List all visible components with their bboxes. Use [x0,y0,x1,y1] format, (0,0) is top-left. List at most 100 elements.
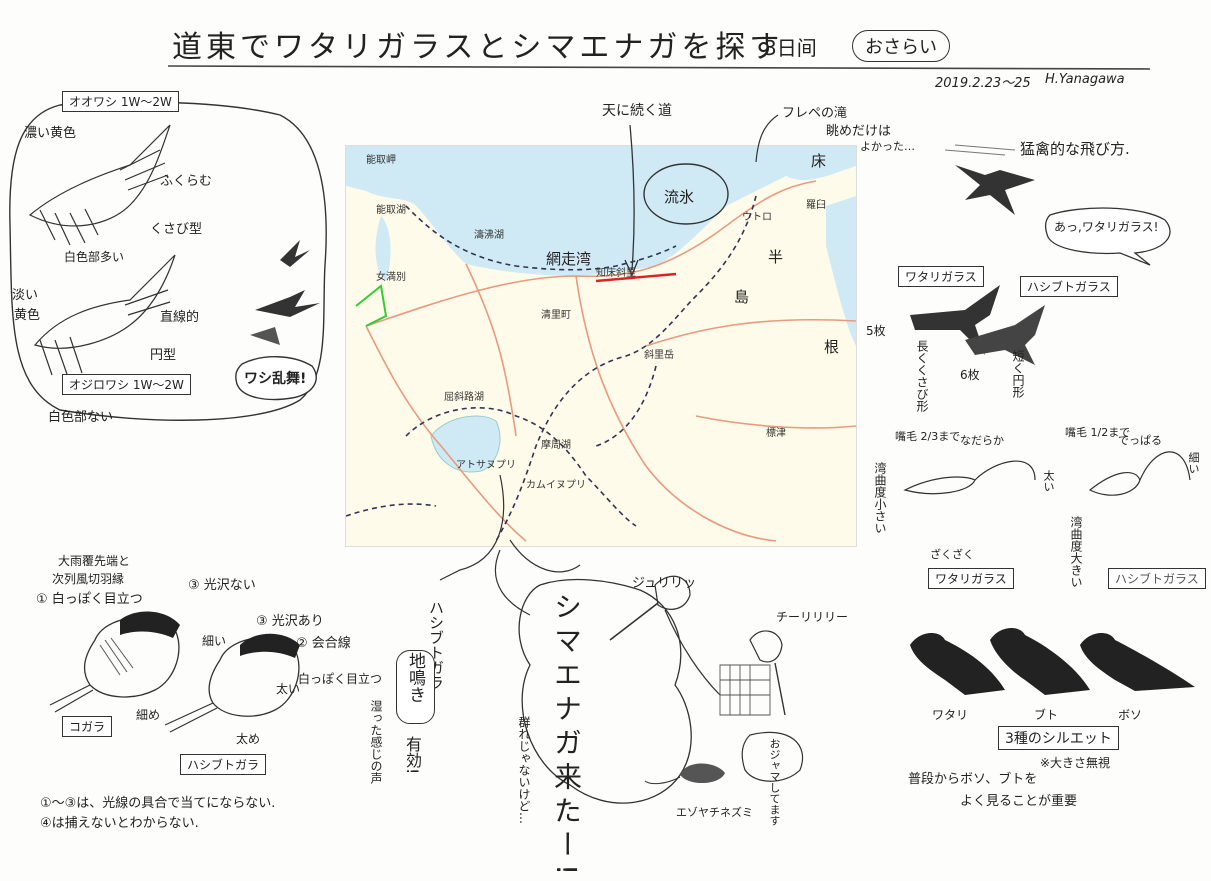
silhouette-note: ※大きさ無視 [1040,756,1111,770]
tit-note-2: ② 会合線 [296,636,351,651]
shimaenaga-sound-1: ジュリリッ [632,576,697,591]
furepe-note-2: 眺めだけは [826,124,892,139]
song-note-3: 有効! [403,736,422,775]
place-shibetsu: 標津 [766,428,786,439]
raven-feather-count: 5枚 [866,324,886,338]
steller-label: オオワシ 1W〜2W [62,91,179,112]
author-text: H.Yanagawa [1045,72,1125,87]
place-shari: 知床斜里 [596,268,636,279]
map-label-bay: 網走湾 [546,250,592,268]
place-utoro: ウトロ [742,212,772,223]
beak-jungle-note-1: 嘴毛 1/2まで [1065,426,1131,439]
jungle-tail-note: 短く円形 [1011,350,1025,398]
raven-label: ワタリガラス [898,266,984,287]
song-note-4: 湿った感じの声 [369,700,383,784]
crow-silhouettes [910,628,1195,695]
map-label-han: 半 [768,248,784,266]
whitetail-label: オジロワシ 1W〜2W [62,374,191,395]
crow-flight-compare-sketch [910,285,1045,365]
silhouette-title: 3種のシルエット [998,726,1119,750]
habit-note-2: よく見ることが重要 [960,794,1078,809]
song-note-2: 地鳴き [396,650,435,724]
date-text: 2019.2.23〜25 [935,76,1031,91]
map-label-toko: 床 [811,152,827,170]
furepe-note-3: よかった… [860,140,915,153]
shimaenaga-frame [494,549,804,804]
raven-bubble [1044,207,1171,266]
jungle-feather-count: 6枚 [960,368,980,382]
tit-note-thickish: 太め [236,732,261,746]
place-kiyosato: 清里町 [541,310,571,321]
eagle-note-4: 白色部多い [64,250,125,264]
road-arrow [624,124,639,277]
beak-jungle-note-4: 細い [1187,452,1200,474]
tit-compare-sketch [49,611,300,733]
place-kussharoko: 屈斜路湖 [444,392,484,403]
whitetail-note-4: 円型 [150,348,177,363]
tit-note-thinish: 細め [136,708,161,722]
flying-eagles-icon [250,240,320,345]
road-note: 天に続く道 [602,103,672,119]
place-atosanupuri: アトサヌプリ [456,460,516,471]
whitetail-note-2: 黄色 [14,308,41,323]
mouse-label: エゾヤチネズミ [676,806,753,819]
beak-raven-label: ワタリガラス [928,568,1014,589]
tit-note-head: 大雨覆先端と [58,554,131,568]
beak-jungle-label: ハシブトガラス [1108,568,1206,589]
raven-tail-note: 長くくさび形 [915,340,929,412]
shimaenaga-sound-2: チーリリリー [776,610,849,624]
place-notoromisaki: 能取岬 [366,155,396,166]
beak-raven-note-5: ざくざく [930,548,974,561]
map-svg [346,146,856,542]
beak-compare-sketch [903,451,1191,496]
map-label-ice: 流氷 [664,188,695,206]
raven-bubble-text: あっ,ワタリガラス! [1054,220,1159,234]
place-mashuko: 摩周湖 [541,440,571,451]
hashibutogara-label: ハシブトガラ [180,754,267,775]
place-memanbetsu: 女満別 [376,272,406,283]
eagle-panel-frame [9,101,327,421]
eagle-dance-text: ワシ乱舞! [244,371,307,387]
tit-note-1: ① 白っぽく目立つ [36,592,143,607]
furepe-note-1: フレペの滝 [782,106,848,121]
map-leader-lines [439,474,581,581]
title-underline [167,65,1151,70]
review-badge: おさらい [852,30,950,62]
whitetail-note-5: 白色部ない [48,410,114,425]
place-rausu: 羅臼 [806,200,826,211]
eagle-note-1: 濃い黄色 [24,126,77,141]
place-tofutsuko: 濤沸湖 [474,230,504,241]
tit-note-3b: ③ 光沢あり [256,614,324,629]
silhouette-name-2: ブト [1034,708,1059,722]
map-region: 網走湾 流氷 床 半 島 根 能取岬 能取湖 女満別 濤沸湖 知床斜里 清里町 … [345,145,857,547]
kogara-label: コガラ [62,716,113,737]
furepe-leader [755,114,779,163]
tit-footnote-2: ④は捕えないとわからない. [40,816,199,831]
tit-note-thin: 細い [202,634,227,648]
beak-raven-note-4: 太い [1042,470,1055,492]
whitetail-note-1: 淡い [12,288,39,303]
map-label-ne: 根 [824,338,840,356]
raven-flight-sketch [944,144,1035,215]
place-kamuinupuri: カムイヌプリ [526,480,586,491]
habit-note-1: 普段からボソ、ブトを [908,772,1038,787]
tit-note-head2: 次列風切羽縁 [52,572,125,586]
shimaenaga-sub: 群れじゃないけど… [517,716,531,824]
tit-note-3: ③ 光沢ない [188,578,256,593]
beak-jungle-note-3: 湾曲度大きい [1069,516,1083,588]
flight-note: 猛禽的な飛び方. [1020,140,1130,158]
place-notoroko: 能取湖 [376,205,406,216]
tit-footnote-1: ①〜③は、光線の具合で当てにならない. [40,796,276,811]
silhouette-name-1: ワタリ [932,708,969,722]
shimaenaga-main: シマエナガ来たー! [550,592,583,881]
jungle-crow-label: ハシブトガラス [1020,276,1118,297]
tit-note-thick: 太い [276,682,301,696]
tit-note-2b: 白っぽく目立つ [298,672,383,686]
eagle-note-2: ふくらむ [160,174,213,189]
map-label-shima: 島 [734,288,750,306]
eagle-dance-bubble [235,356,317,401]
beak-raven-note-1: 嘴毛 2/3まで [895,430,961,443]
duration-text: 3日间 [764,36,817,60]
beak-jungle-note-2: でっぱる [1118,434,1162,447]
beak-raven-note-2: なだらか [960,434,1004,447]
